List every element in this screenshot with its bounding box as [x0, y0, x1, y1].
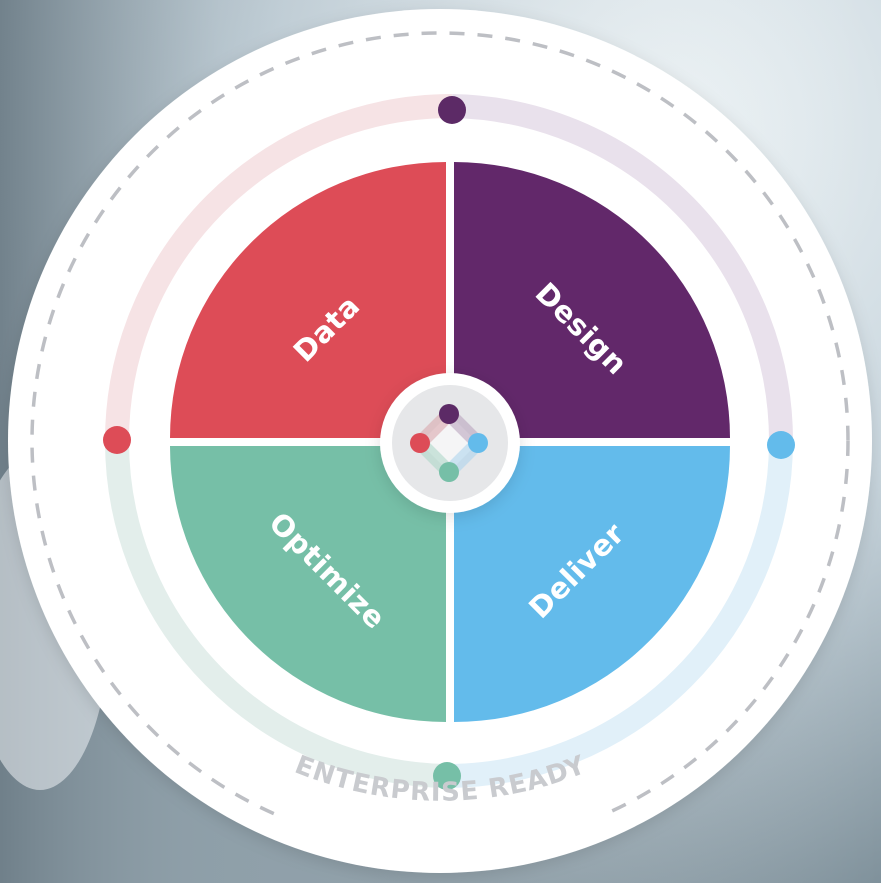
quadrants	[170, 162, 730, 722]
quadrant-data	[170, 162, 446, 438]
quadrant-design	[454, 162, 730, 438]
hub-logo-icon	[410, 404, 488, 482]
quadrant-deliver	[454, 446, 730, 722]
dot-top	[438, 96, 466, 124]
pastel-ring-blue	[446, 440, 793, 788]
dot-left	[103, 426, 131, 454]
quadrant-optimize	[170, 446, 446, 722]
center-hub	[380, 373, 520, 513]
pastel-ring-red	[105, 94, 453, 442]
dashed-ring	[30, 31, 850, 851]
pastel-ring-purple	[451, 94, 793, 442]
ring-text-mask	[279, 776, 611, 859]
ring-dots	[103, 96, 795, 790]
dot-bottom	[433, 762, 461, 790]
dot-right	[767, 431, 795, 459]
pastel-ring	[105, 94, 793, 788]
pastel-ring-green	[105, 440, 448, 788]
